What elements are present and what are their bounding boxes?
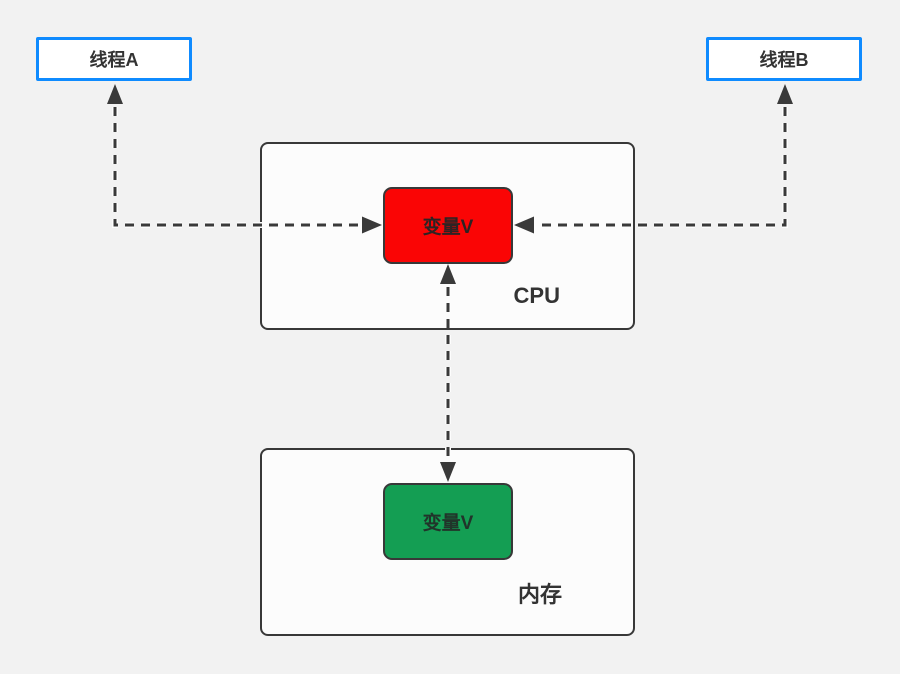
arrowhead-into-thread-a xyxy=(107,84,123,104)
memory-variable-node: 变量V xyxy=(383,483,513,560)
thread-b-node: 线程B xyxy=(706,37,862,81)
arrowhead-into-thread-b xyxy=(777,84,793,104)
cpu-variable-node: 变量V xyxy=(383,187,513,264)
cpu-variable-label: 变量V xyxy=(422,217,474,238)
memory-variable-label: 变量V xyxy=(422,513,474,534)
thread-a-label: 线程A xyxy=(89,50,139,70)
memory-label: 内存 xyxy=(517,582,562,607)
thread-b-label: 线程B xyxy=(759,50,809,70)
cpu-label: CPU xyxy=(513,283,560,308)
thread-a-node: 线程A xyxy=(36,37,192,81)
